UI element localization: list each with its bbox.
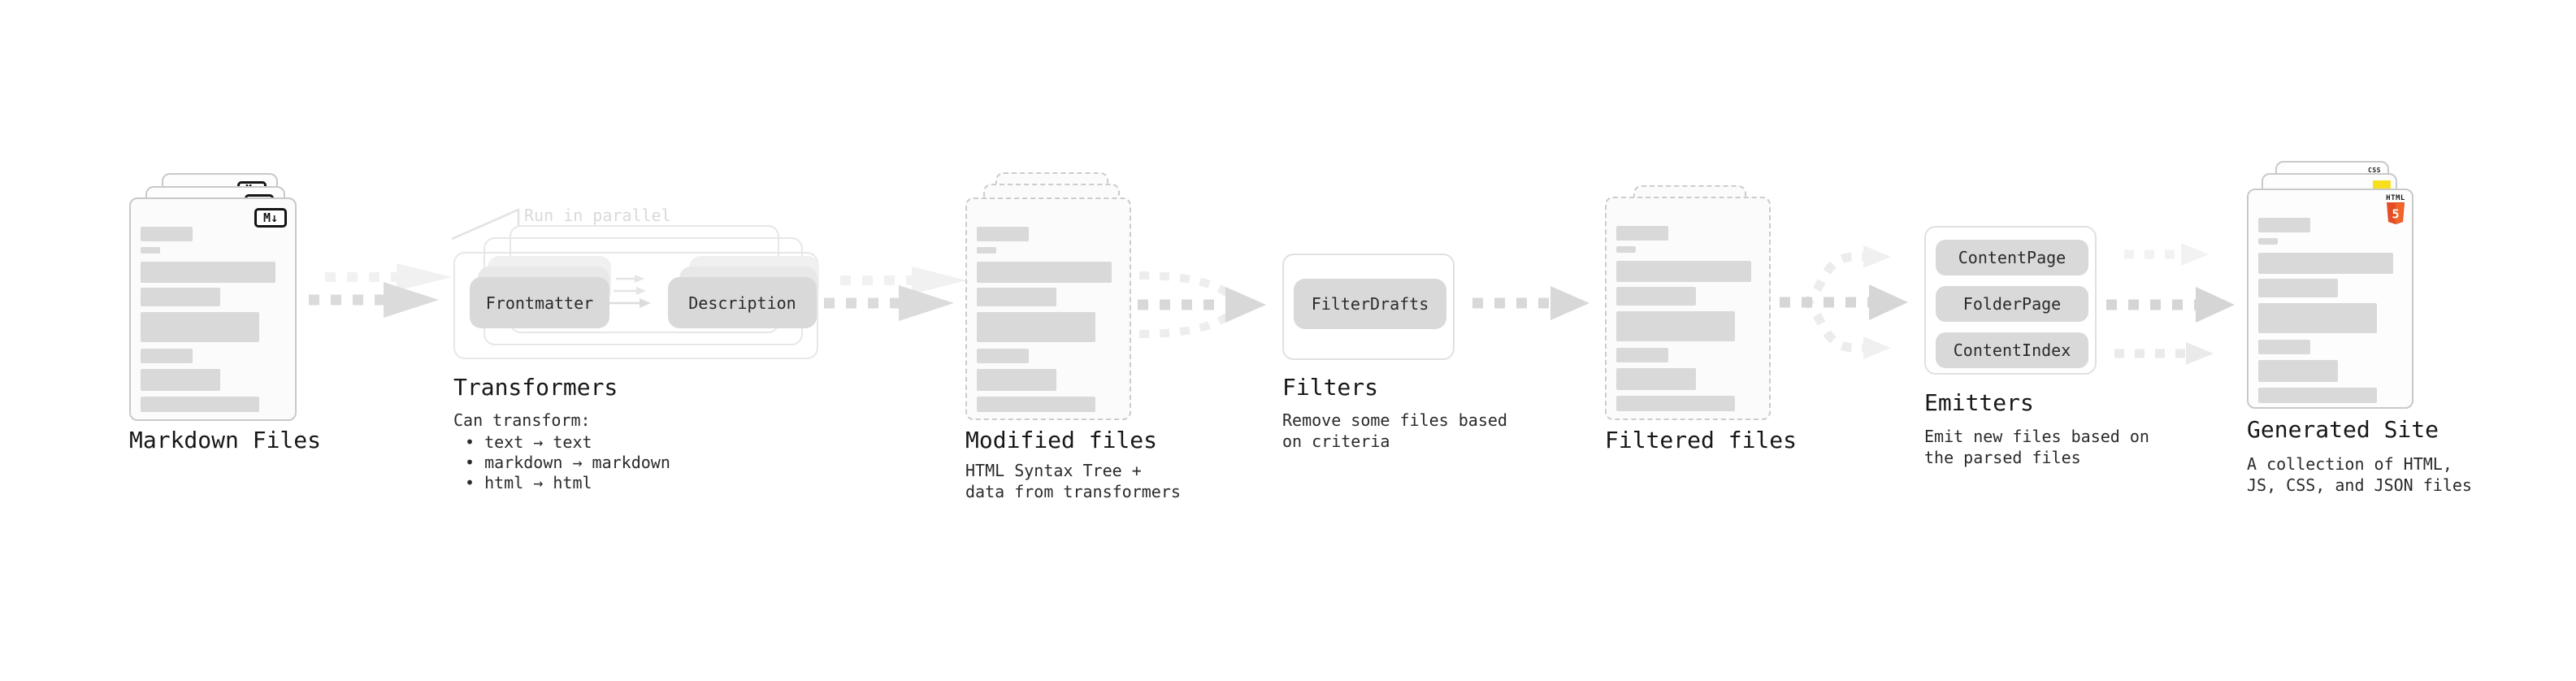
skeleton-bar (977, 312, 1095, 342)
emitter-node-folderpage: FolderPage (1936, 286, 2088, 322)
skeleton-bar (141, 288, 220, 306)
js-icon (2373, 180, 2391, 190)
skeleton-bar (1616, 368, 1696, 390)
bullet-item: • html → html (465, 473, 592, 492)
skeleton-bar (1616, 396, 1735, 411)
modified-files-stack (965, 172, 1133, 420)
emitter-node-contentindex: ContentIndex (1936, 332, 2088, 368)
skeleton-bar (141, 349, 193, 363)
skeleton-bar (2258, 238, 2278, 245)
skeleton-bar (977, 288, 1056, 306)
emitters-title: Emitters (1924, 389, 2034, 416)
skeleton-bar (141, 247, 160, 254)
skeleton-bar (977, 397, 1095, 412)
skeleton-bar (141, 369, 220, 391)
flow-arrow-modified-to-filters (1138, 271, 1266, 338)
skeleton-bar (977, 227, 1029, 241)
filtered-files-title: Filtered files (1605, 427, 1798, 453)
filters-title: Filters (1282, 374, 1379, 401)
annotation-callout-line (452, 208, 520, 241)
transformers-stack: Frontmatter Description (453, 225, 819, 360)
skeleton-bar (141, 312, 259, 342)
transformer-layer-front (453, 252, 818, 359)
skeleton-bar (2258, 218, 2310, 232)
markdown-files-stack: M↓ M↓ M↓ (129, 173, 297, 421)
skeleton-bar (1616, 311, 1735, 341)
html5-icon: HTML 5 (2386, 194, 2405, 224)
run-in-parallel-label: Run in parallel (524, 206, 671, 225)
transformers-bullet-list: • text → text • markdown → markdown • ht… (465, 432, 670, 493)
filtered-file-front (1605, 197, 1771, 420)
skeleton-bar (141, 262, 275, 283)
flow-arrow-transformers-to-modified (824, 267, 967, 321)
generated-site-stack: CSS HTML 5 (2247, 161, 2414, 409)
skeleton-bar (1616, 287, 1696, 306)
skeleton-bar (1616, 348, 1668, 362)
generated-site-subtitle: A collection of HTML, JS, CSS, and JSON … (2247, 454, 2472, 495)
skeleton-bar (1616, 261, 1751, 282)
transformers-heading: Can transform: (453, 410, 591, 430)
skeleton-bar (2258, 388, 2377, 403)
flow-arrow-filters-to-filtered (1472, 286, 1589, 320)
markdown-file-front: M↓ (129, 197, 297, 421)
filters-subtitle: Remove some files based on criteria (1282, 410, 1507, 451)
emitters-subtitle: Emit new files based on the parsed files (1924, 427, 2149, 467)
transformers-title: Transformers (453, 374, 618, 401)
skeleton-bar (977, 247, 996, 254)
bullet-item: • markdown → markdown (465, 453, 670, 472)
svg-text:5: 5 (2392, 207, 2399, 222)
markdown-icon: M↓ (254, 208, 287, 228)
flow-arrow-emitters-to-site (2106, 243, 2235, 365)
skeleton-bar (1616, 226, 1668, 241)
modified-file-front (965, 197, 1131, 420)
skeleton-bar (977, 349, 1029, 363)
modified-files-title: Modified files (965, 427, 1158, 453)
filtered-files-stack (1605, 185, 1772, 421)
skeleton-bar (2258, 360, 2338, 382)
transformer-node-description: Description (668, 277, 817, 328)
html-file-front: HTML 5 (2247, 189, 2413, 409)
skeleton-bar (2258, 253, 2393, 274)
markdown-files-title: Markdown Files (129, 427, 322, 453)
skeleton-bar (977, 262, 1112, 283)
skeleton-bar (141, 227, 193, 241)
emitter-node-contentpage: ContentPage (1936, 240, 2088, 275)
modified-files-subtitle: HTML Syntax Tree + data from transformer… (965, 461, 1181, 501)
generated-site-title: Generated Site (2247, 416, 2439, 443)
skeleton-bar (2258, 279, 2338, 297)
flow-arrow-files-to-transformers (309, 263, 452, 318)
skeleton-bar (977, 369, 1056, 391)
skeleton-bar (141, 397, 259, 412)
filter-node-filterdrafts: FilterDrafts (1294, 279, 1446, 329)
filters-card: FilterDrafts (1282, 254, 1455, 360)
skeleton-bar (2258, 303, 2377, 333)
emitters-card: ContentPage FolderPage ContentIndex (1924, 226, 2097, 375)
skeleton-bar (2258, 340, 2310, 354)
parallel-arrows-icon (609, 275, 651, 308)
skeleton-bar (1616, 246, 1636, 253)
transformer-node-frontmatter: Frontmatter (470, 277, 609, 328)
flow-arrow-filtered-to-emitters (1780, 245, 1908, 359)
bullet-item: • text → text (465, 432, 592, 452)
